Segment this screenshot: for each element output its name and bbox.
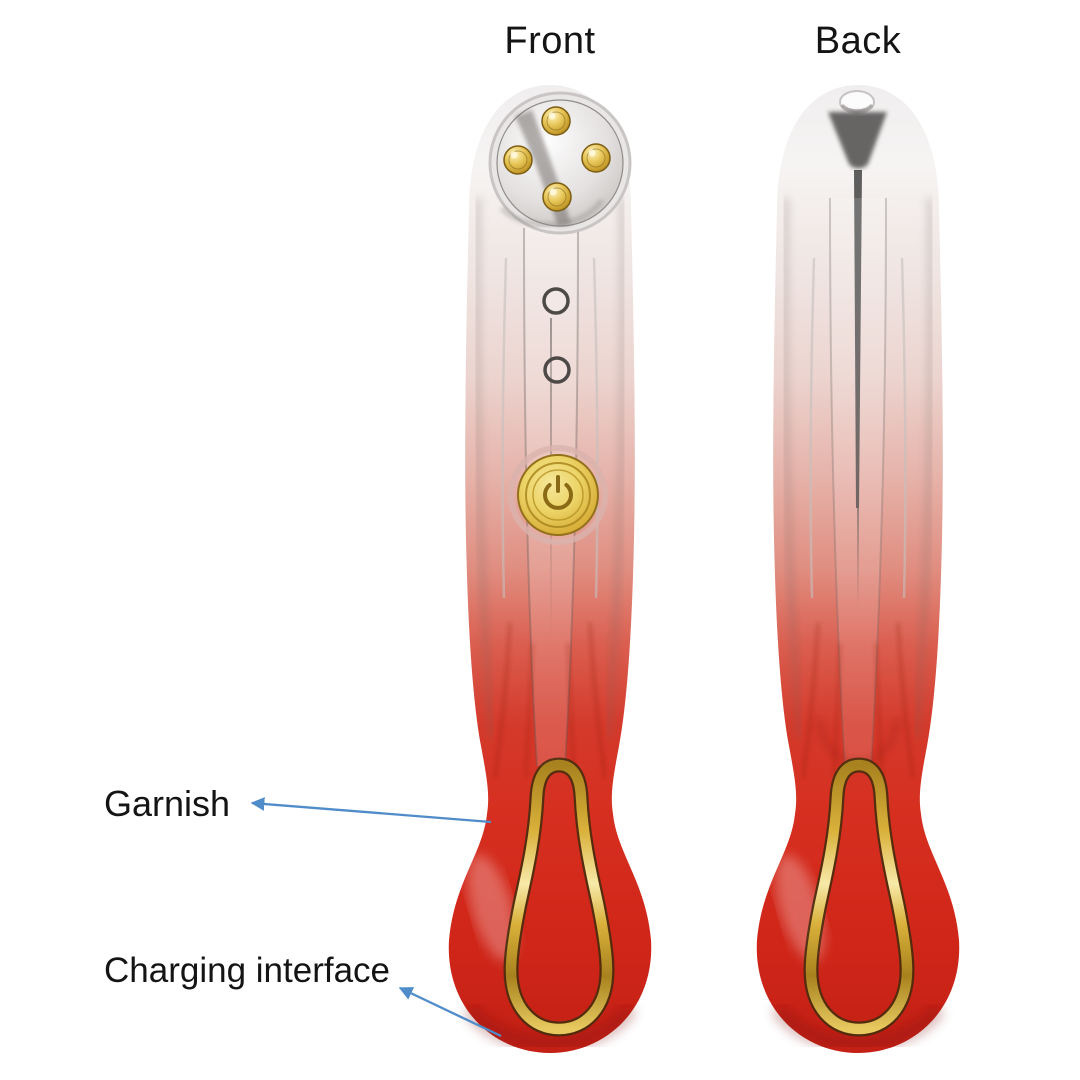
garnish-loop-back: [803, 757, 915, 1037]
charging-pointer-line: [398, 986, 502, 1038]
power-button: [508, 445, 608, 545]
back-view-label: Back: [814, 20, 902, 62]
electrode-ball-right: [581, 143, 611, 173]
back-reflection-wedge: [828, 112, 887, 169]
electrode-balls: [503, 106, 611, 212]
front-faceplate: [488, 91, 632, 235]
device-back-view: [756, 85, 960, 1053]
device-front-view: [448, 85, 652, 1053]
indicator-light-2: [543, 356, 571, 384]
electrode-ball-bottom: [542, 182, 572, 212]
back-reflection-streak: [854, 170, 862, 508]
front-body: [448, 85, 652, 1053]
power-icon: [543, 475, 573, 510]
electrode-ball-top: [541, 106, 571, 136]
charging-interface-callout-label: Charging interface: [104, 951, 390, 990]
back-center-strip: [830, 198, 886, 766]
garnish-pointer-line: [250, 797, 492, 824]
indicator-light-1: [542, 287, 570, 315]
garnish-loop: [503, 757, 615, 1037]
garnish-callout-label: Garnish: [104, 783, 231, 824]
electrode-ball-left: [503, 145, 533, 175]
front-view-label: Front: [504, 20, 596, 62]
